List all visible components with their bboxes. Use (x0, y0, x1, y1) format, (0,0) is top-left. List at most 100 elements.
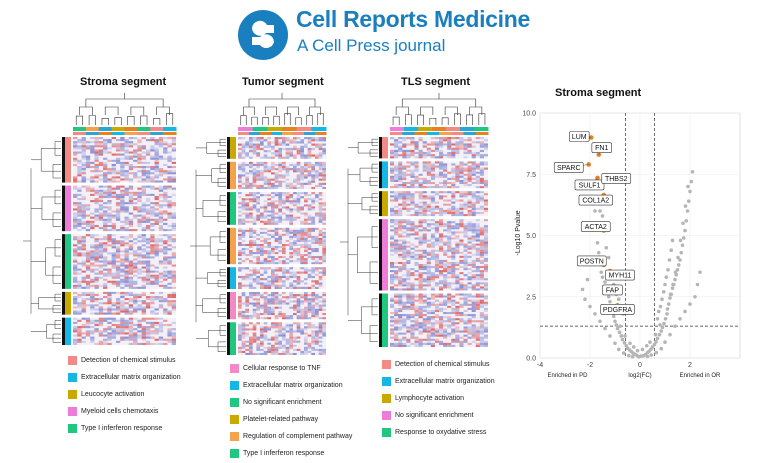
gene-label: PDGFRA (603, 307, 633, 314)
data-point (678, 317, 682, 321)
heatmap-block (390, 219, 488, 291)
legend-item: Extracellular matrix organization (68, 370, 181, 384)
legend-swatch (230, 363, 239, 373)
column-annotation (98, 127, 113, 131)
journal-title: Cell Reports Medicine (296, 6, 530, 32)
column-annotation (150, 127, 164, 131)
column-annotation (390, 127, 405, 131)
row-annotation-tick (227, 137, 230, 159)
legend-label: Response to oxydative stress (395, 428, 487, 436)
data-point (603, 280, 607, 284)
row-annotation-tick (379, 219, 382, 291)
data-point (593, 209, 597, 213)
column-annotation (73, 132, 87, 135)
x-tick-label: -2 (587, 362, 593, 369)
legend-swatch (230, 431, 239, 441)
column-annotation (463, 132, 477, 135)
data-point (616, 297, 621, 301)
row-annotation (65, 137, 71, 183)
column-annotation (85, 127, 100, 131)
stroma-title: Stroma segment (80, 76, 167, 88)
tumor-title: Tumor segment (242, 76, 324, 88)
data-point (661, 290, 666, 294)
legend-item: Detection of chemical stimulus (382, 357, 495, 371)
data-point (623, 334, 627, 338)
data-point (667, 258, 672, 262)
row-annotation (230, 227, 236, 265)
x-axis-label: log2(FC) (628, 373, 651, 379)
data-point (656, 309, 661, 314)
column-annotation (267, 127, 283, 131)
data-point (588, 304, 592, 309)
data-point (608, 334, 612, 338)
data-point (690, 170, 695, 174)
legend-swatch (382, 427, 391, 437)
data-point (688, 302, 692, 306)
column-annotation (111, 127, 125, 131)
column-annotation (451, 132, 464, 135)
column-annotation (124, 127, 138, 131)
column-annotation (137, 127, 151, 131)
row-dendrogram (31, 141, 61, 179)
column-annotation (426, 132, 440, 135)
y-axis-label: -Log10 Pvalue (515, 210, 522, 255)
legend-swatch (68, 372, 77, 382)
data-point (599, 270, 604, 275)
gene-labels: LUMFN1SPARCSULF1THBS2COL1A2ACTA2POSTNMYH… (553, 131, 635, 315)
data-point (663, 340, 667, 344)
data-point (680, 243, 685, 248)
data-point (681, 221, 685, 226)
gene-label-box (576, 255, 607, 267)
row-annotation (382, 293, 388, 347)
row-dendrogram (196, 164, 226, 187)
data-point (658, 323, 662, 327)
data-point (645, 354, 650, 359)
data-point (617, 330, 622, 335)
data-point (670, 238, 675, 243)
heatmap-block (73, 185, 176, 232)
data-point (598, 209, 602, 213)
column-annotation (311, 127, 327, 131)
gene-label-box (591, 142, 612, 153)
data-point (620, 337, 625, 342)
data-point (631, 345, 636, 349)
data-point (683, 204, 688, 208)
heatmap-block (73, 234, 176, 289)
data-point (648, 340, 652, 344)
legend-label: Platelet-related pathway (243, 415, 319, 423)
data-point (595, 241, 600, 245)
row-annotation-tick (227, 192, 230, 225)
data-point (654, 340, 658, 344)
legend-item: Extracellular matrix organization (230, 378, 352, 392)
row-dendrogram (196, 294, 226, 317)
column-annotation (163, 132, 177, 135)
data-point (665, 312, 669, 316)
legend-label: Extracellular matrix organization (81, 373, 181, 381)
data-point (603, 326, 607, 331)
row-dendrogram-root (190, 169, 197, 323)
data-point (668, 296, 672, 300)
column-dendrogram (75, 93, 174, 125)
row-dendrogram (31, 320, 61, 343)
gene-label-box (569, 131, 590, 142)
data-point (606, 255, 611, 260)
legend-label: Type I inferferon response (243, 449, 325, 457)
row-dendrogram (31, 239, 61, 284)
gene-label-box (600, 304, 635, 315)
data-point (657, 332, 662, 337)
column-annotation (432, 127, 447, 131)
data-point (664, 275, 669, 279)
row-dendrogram (348, 298, 378, 342)
gene-label: LUM (572, 134, 587, 141)
heatmap-block (238, 227, 326, 265)
journal-subtitle: A Cell Press journal (297, 36, 446, 55)
data-point (630, 354, 635, 359)
heatmap-block (238, 267, 326, 289)
tls-heatmap (340, 93, 489, 347)
heatmap-block (73, 137, 176, 183)
data-point (621, 351, 626, 355)
heatmap-block (73, 291, 176, 315)
heatmap-block (238, 137, 326, 159)
gene-label: COL1A2 (582, 198, 609, 205)
column-dendrogram (240, 93, 324, 125)
